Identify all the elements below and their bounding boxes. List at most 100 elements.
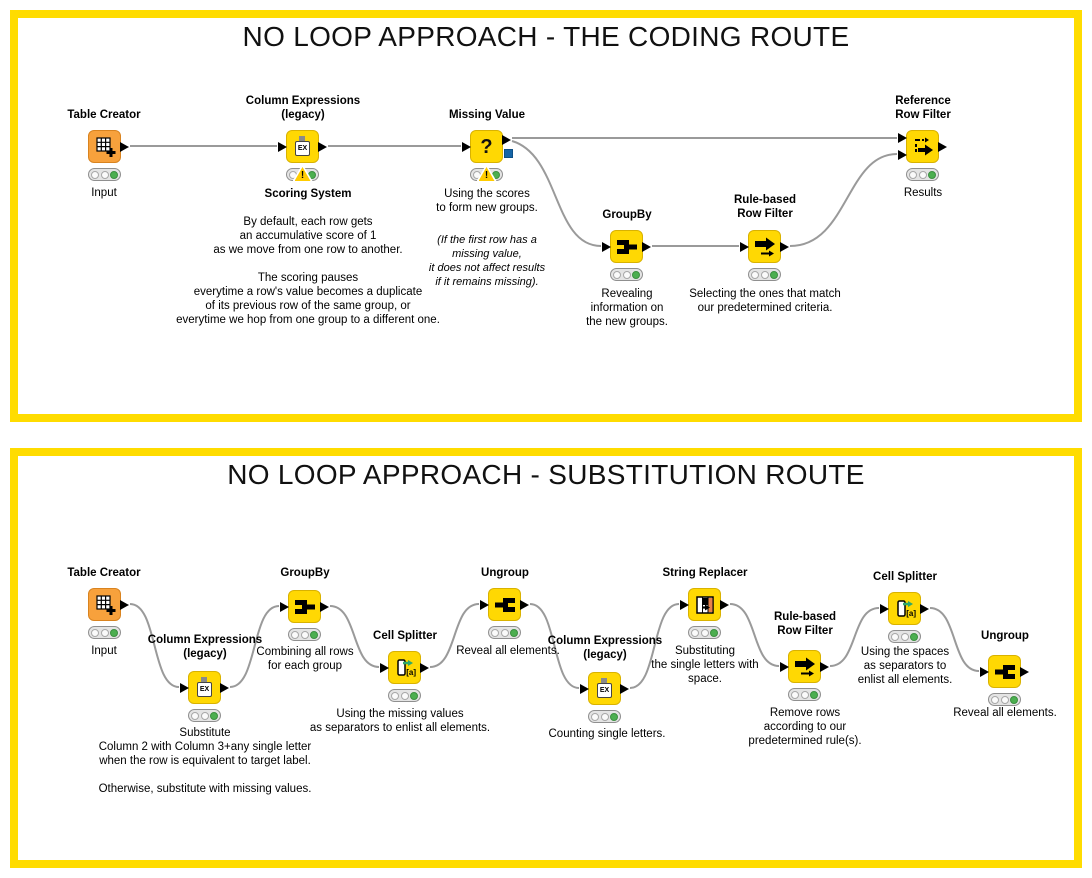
output-port[interactable]: [320, 601, 329, 612]
output-port[interactable]: [720, 599, 729, 610]
wire[interactable]: [629, 603, 680, 689]
table-creator-icon: [94, 136, 116, 158]
column-expressions-icon: EX: [197, 677, 212, 697]
node-groupby[interactable]: [280, 590, 329, 623]
output-port[interactable]: [920, 603, 929, 614]
output-port[interactable]: [938, 141, 947, 152]
output-port[interactable]: [820, 661, 829, 672]
input-port[interactable]: [180, 682, 189, 693]
wire[interactable]: [729, 603, 780, 667]
status-traffic-light: [188, 709, 221, 722]
output-port[interactable]: [318, 141, 327, 152]
wire[interactable]: [429, 603, 480, 668]
status-traffic-light: [388, 689, 421, 702]
status-traffic-light: [788, 688, 821, 701]
node-ungroup[interactable]: [980, 655, 1029, 688]
wire[interactable]: [529, 603, 580, 689]
wire[interactable]: [329, 605, 380, 668]
node-cell-splitter[interactable]: [a]: [880, 592, 929, 625]
string-replacer-icon: [694, 594, 716, 616]
input-port[interactable]: [462, 141, 471, 152]
output-port[interactable]: [520, 599, 529, 610]
wire[interactable]: [789, 153, 898, 247]
node-annotation: Results: [903, 187, 943, 199]
node-annotation: Reveal all elements.: [456, 645, 560, 657]
missing-value-icon: ?: [480, 135, 493, 158]
input-port[interactable]: [580, 683, 589, 694]
node-annotation: Substitute Column 2 with Column 3+any si…: [98, 727, 312, 795]
status-traffic-light: [588, 710, 621, 723]
table-creator-icon: [94, 594, 116, 616]
node-annotation: Combining all rows for each group: [256, 646, 354, 672]
node-annotation: Reveal all elements.: [953, 707, 1057, 719]
output-port[interactable]: [502, 135, 511, 145]
wire[interactable]: [229, 605, 280, 688]
node-label: Cell Splitter: [373, 630, 437, 642]
wire[interactable]: [929, 607, 980, 672]
input-port[interactable]: [280, 601, 289, 612]
input-port[interactable]: [602, 241, 611, 252]
annotation-frame-substitution-route[interactable]: [10, 448, 1082, 868]
node-annotation: Input: [91, 645, 117, 657]
node-annotation: Substituting the single letters with spa…: [651, 645, 759, 685]
output-port[interactable]: [642, 241, 651, 252]
input-port[interactable]: [880, 603, 889, 614]
node-annotation-title: Scoring System: [264, 188, 352, 200]
node-string-replacer[interactable]: [680, 588, 729, 621]
panel-title-substitution-route: NO LOOP APPROACH - SUBSTITUTION ROUTE: [227, 459, 865, 490]
panel-title-coding-route: NO LOOP APPROACH - THE CODING ROUTE: [242, 21, 850, 52]
output-port[interactable]: [1020, 666, 1029, 677]
output-port[interactable]: [420, 662, 429, 673]
status-traffic-light: [888, 630, 921, 643]
node-label: String Replacer: [662, 567, 748, 579]
status-traffic-light: [88, 168, 121, 181]
input-port[interactable]: [278, 141, 287, 152]
node-reference-row-filter[interactable]: [898, 130, 947, 163]
node-table-creator[interactable]: [88, 588, 129, 621]
node-label: Ungroup: [481, 567, 529, 579]
status-traffic-light: [88, 626, 121, 639]
status-traffic-light: [906, 168, 939, 181]
node-ungroup[interactable]: [480, 588, 529, 621]
node-label: Ungroup: [981, 630, 1029, 642]
input-port[interactable]: [898, 133, 907, 143]
node-column-expressions[interactable]: EX: [278, 130, 327, 163]
reference-row-filter-icon: [912, 136, 934, 158]
cell-splitter-icon-text: [a]: [406, 668, 416, 677]
node-annotation: Using the missing values as separators t…: [309, 708, 491, 734]
node-annotation: Selecting the ones that match our predet…: [689, 288, 841, 314]
output-port[interactable]: [780, 241, 789, 252]
node-column-expressions[interactable]: EX: [180, 671, 229, 704]
output-port[interactable]: [620, 683, 629, 694]
node-missing-value[interactable]: ?: [462, 130, 511, 163]
ungroup-icon: [494, 594, 516, 616]
status-traffic-light: [748, 268, 781, 281]
node-cell-splitter[interactable]: [a]: [380, 651, 429, 684]
node-rule-based-row-filter[interactable]: [740, 230, 789, 263]
wire[interactable]: [129, 603, 180, 688]
output-port[interactable]: [120, 141, 129, 152]
node-groupby[interactable]: [602, 230, 651, 263]
input-port[interactable]: [980, 666, 989, 677]
input-port[interactable]: [480, 599, 489, 610]
output-port[interactable]: [120, 599, 129, 610]
input-port[interactable]: [680, 599, 689, 610]
node-label: Column Expressions (legacy): [245, 95, 361, 121]
node-table-creator[interactable]: [88, 130, 129, 163]
input-port[interactable]: [898, 150, 907, 160]
input-port[interactable]: [380, 662, 389, 673]
node-annotation: Input: [91, 187, 117, 199]
node-label: Table Creator: [67, 109, 141, 121]
output-port[interactable]: [220, 682, 229, 693]
input-port[interactable]: [780, 661, 789, 672]
node-annotation-italic: (If the first row has a missing value, i…: [428, 234, 546, 288]
node-rule-based-row-filter[interactable]: [780, 650, 829, 683]
blue-output-port[interactable]: [504, 149, 513, 158]
node-column-expressions[interactable]: EX: [580, 672, 629, 705]
wire[interactable]: [829, 607, 880, 667]
groupby-icon: [294, 596, 316, 618]
input-port[interactable]: [740, 241, 749, 252]
wire[interactable]: [511, 140, 602, 247]
annotation-frame-coding-route[interactable]: [10, 10, 1082, 422]
